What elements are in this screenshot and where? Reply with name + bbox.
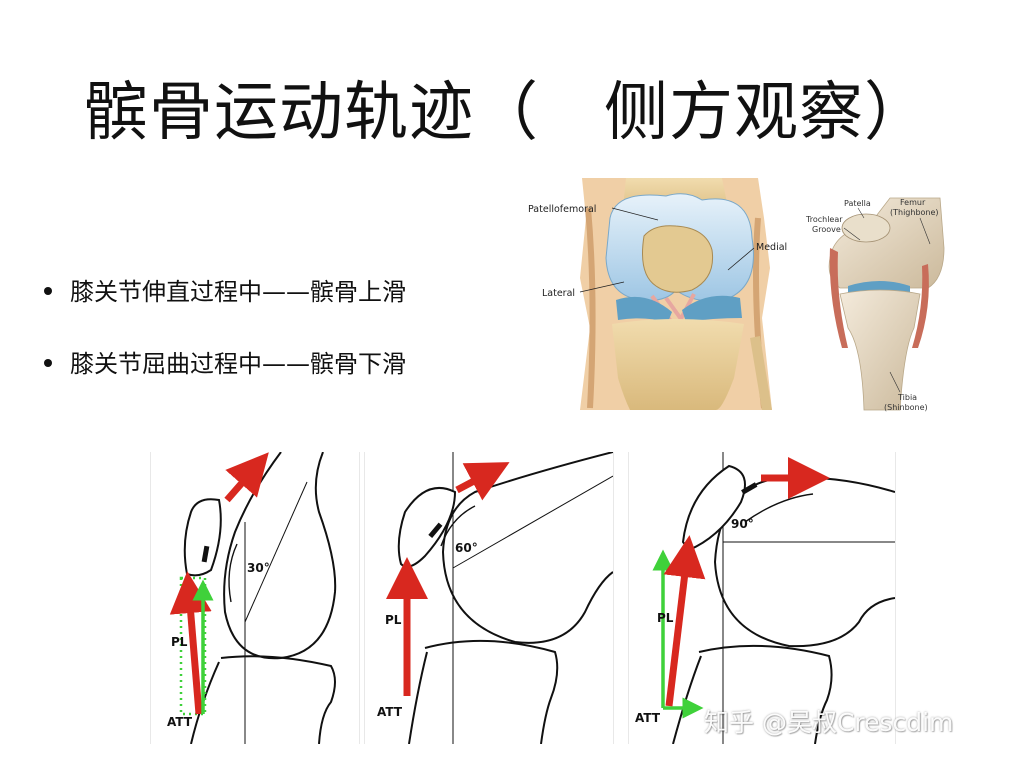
att-label: ATT xyxy=(167,715,193,729)
bullet-dot-icon xyxy=(44,359,52,367)
label-femur: Femur xyxy=(900,198,926,207)
pl-label: PL xyxy=(657,611,674,625)
att-label: ATT xyxy=(377,705,403,719)
slide-title: 髌骨运动轨迹（ 侧方观察） xyxy=(84,76,929,150)
diagram-panel-60: 60° PL ATT xyxy=(364,452,614,744)
label-medial: Medial xyxy=(756,242,787,253)
bullet-text: 膝关节伸直过程中——髌骨上滑 xyxy=(70,278,406,306)
bullet-item: 膝关节屈曲过程中——髌骨下滑 xyxy=(40,348,406,380)
bullet-dot-icon xyxy=(44,287,52,295)
att-label: ATT xyxy=(635,711,661,725)
label-groove: Groove xyxy=(812,225,841,234)
label-lateral: Lateral xyxy=(542,288,575,299)
label-tibia: Tibia xyxy=(897,393,917,402)
label-trochlear: Trochlear xyxy=(805,215,843,224)
pl-label: PL xyxy=(171,635,188,649)
diagram-panel-30: 30° PL ATT xyxy=(150,452,360,744)
label-patella: Patella xyxy=(844,199,871,208)
angle-label-60: 60° xyxy=(455,541,478,555)
bullet-item: 膝关节伸直过程中——髌骨上滑 xyxy=(40,276,406,308)
label-shinbone: (Shinbone) xyxy=(884,403,928,412)
bullet-list: 膝关节伸直过程中——髌骨上滑 膝关节屈曲过程中——髌骨下滑 xyxy=(40,276,406,420)
angle-label-30: 30° xyxy=(247,561,270,575)
bullet-text: 膝关节屈曲过程中——髌骨下滑 xyxy=(70,350,406,378)
pl-label: PL xyxy=(385,613,402,627)
watermark: 知乎 @吴叔Crescdim xyxy=(704,708,954,737)
knee-front-illustration: Patellofemoral Medial Lateral xyxy=(526,178,798,410)
label-femur-sub: (Thighbone) xyxy=(890,208,939,217)
label-patellofemoral: Patellofemoral xyxy=(528,204,596,215)
diagram-panel-90: 90° PL ATT xyxy=(628,452,896,744)
angle-label-90: 90° xyxy=(731,517,754,531)
knee-side-illustration: Patella Femur (Thighbone) Trochlear Groo… xyxy=(800,178,950,412)
